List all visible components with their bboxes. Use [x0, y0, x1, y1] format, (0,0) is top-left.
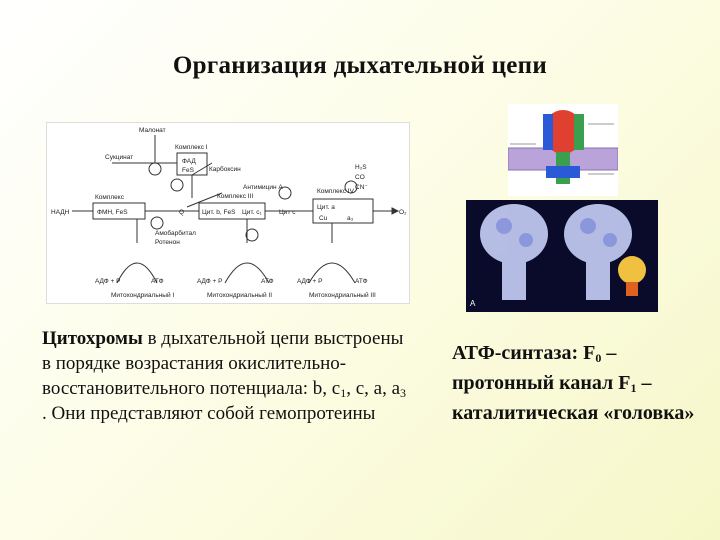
diagram-label-atp2: АТФ — [261, 278, 274, 285]
diagram-label-carboxine: Карбоксин — [209, 165, 241, 173]
diagram-label-mito1: Митохондриальный I — [111, 291, 174, 299]
diagram-label-cyt-c1: Цит. c₁ — [242, 209, 263, 216]
cytochromes-text-part2: , c, a, a — [346, 378, 401, 399]
atp-synthase-structures-svg: A — [466, 200, 658, 312]
diagram-label-antimycin: Антимицин А — [243, 184, 283, 191]
diagram-label-a3: a₃ — [347, 215, 354, 222]
diagram-label-succinate: Сукцинат — [105, 154, 133, 161]
cytochromes-text-part3: . Они представляют собой гемопротеины — [42, 403, 376, 424]
cytochromes-keyword: Цитохромы — [42, 328, 143, 349]
diagram-label-complex: Комплекс — [95, 194, 125, 201]
atp-synthase-model-image — [507, 104, 619, 196]
atp-synthase-text: АТФ-синтаза: F0 – протонный канал F1 – к… — [452, 338, 702, 428]
diagram-label-atp3: АТФ — [355, 278, 368, 285]
cytochromes-text: Цитохромы в дыхательной цепи выстроены в… — [42, 326, 412, 426]
atp-synthase-text-part3: – каталитическая «головка» — [452, 372, 695, 424]
respiratory-chain-svg: Малонат Комплекс I ФАД FeS Сукцинат Карб… — [51, 127, 407, 299]
diagram-label-o2: O₂ — [399, 209, 407, 216]
diagram-label-malonate: Малонат — [139, 127, 166, 134]
diagram-label-atp1: АТФ — [151, 278, 164, 285]
diagram-label-nadh: НАДН — [51, 209, 70, 216]
diagram-label-fes: FeS — [182, 167, 195, 174]
diagram-label-fmn: ФМН, FeS — [97, 209, 128, 216]
diagram-label-mito2: Митохондриальный II — [207, 291, 272, 299]
cytochromes-sub2: 3 — [400, 386, 407, 400]
slide-title: Организация дыхательной цепи — [172, 52, 548, 79]
diagram-label-adp2: АДФ + Р — [197, 278, 223, 285]
diagram-label-complex1: Комплекс I — [175, 144, 208, 151]
diagram-label-complex3: Комплекс III — [217, 193, 253, 200]
cytochromes-sub1: 1 — [340, 386, 347, 400]
diagram-label-cyt-b: Цит. b, FeS — [202, 209, 236, 216]
diagram-label-mito3: Митохондриальный III — [309, 291, 376, 299]
diagram-label-fad: ФАД — [182, 158, 196, 165]
diagram-label-q: Q — [179, 209, 184, 216]
diagram-label-cyt-c: Цит c — [279, 209, 296, 216]
diagram-label-adp3: АДФ + Р — [297, 278, 323, 285]
diagram-label-cu: Cu — [319, 215, 328, 222]
atp-synthase-structures-image: A — [466, 200, 658, 312]
diagram-label-complex4: Комплекс IV — [317, 188, 355, 195]
diagram-label-cn: CN⁻ — [355, 184, 368, 191]
diagram-label-rotenone: Ротенон — [155, 239, 180, 246]
diagram-label-h2s: H₂S — [355, 164, 367, 171]
diagram-label-amobarbital: Амобарбитал — [155, 229, 196, 237]
atp-synthase-text-part1: АТФ-синтаза: F — [452, 342, 596, 364]
respiratory-chain-diagram: Малонат Комплекс I ФАД FeS Сукцинат Карб… — [46, 122, 410, 304]
diagram-label-co: CO — [355, 174, 365, 181]
diagram-label-cyt-a: Цит. a — [317, 204, 335, 211]
cytochromes-text-part1: в дыхательной цепи выстроены в порядке в… — [42, 328, 404, 399]
atp-synthase-model-svg — [507, 110, 619, 184]
atp-synthase-text-part2: – протонный канал F — [452, 342, 631, 394]
atp-synthase-sub2: 1 — [630, 381, 637, 395]
diagram-label-adp1: АДФ + Р — [95, 278, 121, 285]
structure-panel-label: A — [470, 299, 476, 308]
atp-synthase-sub1: 0 — [595, 351, 602, 365]
